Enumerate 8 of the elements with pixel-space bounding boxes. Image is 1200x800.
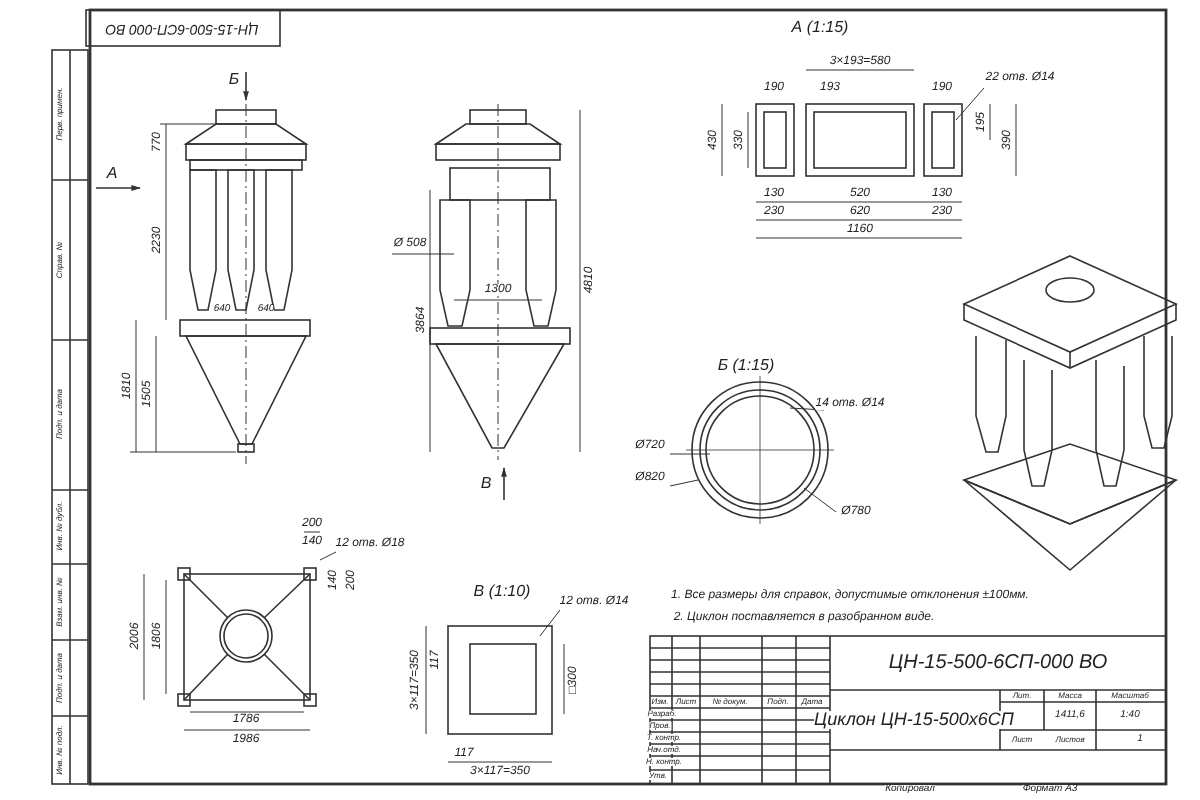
view-direction-letter: Б <box>228 72 240 88</box>
view-title: В (1:10) <box>473 584 531 600</box>
view-title: Б (1:15) <box>717 358 775 374</box>
drawing-number: ЦН-15-500-6СП-000 ВО <box>888 654 1108 674</box>
view-direction-letter: А <box>106 166 118 182</box>
title-block-text: Циклон ЦН-15-500х6СП <box>814 711 1014 729</box>
view-title: А (1:15) <box>791 20 849 36</box>
view-direction-letter: В <box>480 476 492 492</box>
